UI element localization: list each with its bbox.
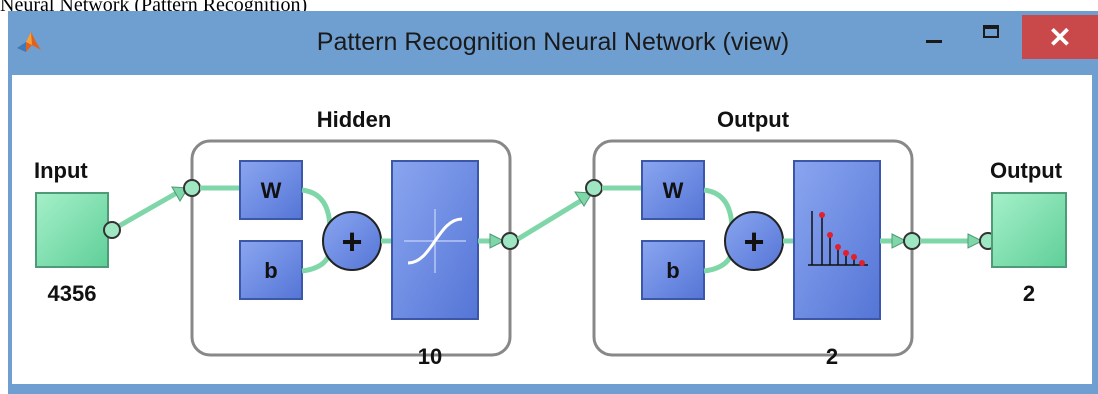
output-neuron-count: 2: [826, 344, 838, 369]
close-button[interactable]: ✕: [1022, 15, 1098, 59]
output-layer-output-port: [903, 232, 921, 250]
output-layer-label: Output: [717, 107, 790, 132]
minimize-button[interactable]: [906, 11, 962, 55]
title-bar[interactable]: Pattern Recognition Neural Network (view…: [8, 11, 1098, 75]
network-view: Input 4356 Hidden W b +: [12, 75, 1092, 384]
minimize-icon: [926, 40, 942, 43]
hidden-bias-label: b: [264, 258, 277, 283]
input-box: [35, 192, 109, 268]
output-layer-input-port: [585, 179, 603, 197]
maximize-button[interactable]: [964, 11, 1020, 55]
output-sum-symbol: +: [743, 221, 764, 262]
hidden-weight-block: [239, 160, 303, 220]
input-size: 4356: [48, 281, 97, 306]
input-port: [103, 221, 121, 239]
input-label: Input: [34, 158, 88, 183]
maximize-icon: [983, 25, 999, 38]
hidden-output-port: [501, 232, 519, 250]
output-transfer-block: [793, 160, 881, 320]
app-window: Pattern Recognition Neural Network (view…: [8, 11, 1098, 394]
network-diagram: Input 4356 Hidden W b +: [34, 107, 1067, 369]
output-bias-block: [641, 240, 705, 300]
hidden-weight-label: W: [261, 178, 282, 203]
output-bias-label: b: [666, 258, 679, 283]
hidden-layer-label: Hidden: [317, 107, 392, 132]
close-icon: ✕: [1048, 22, 1072, 53]
matlab-icon: [17, 32, 41, 52]
hidden-input-port: [183, 179, 201, 197]
hidden-sum-symbol: +: [341, 221, 362, 262]
output-size: 2: [1023, 281, 1035, 306]
hidden-bias-block: [239, 240, 303, 300]
output-weight-label: W: [663, 178, 684, 203]
softmax-icon: [808, 211, 868, 266]
output-label: Output: [990, 158, 1063, 183]
hidden-neuron-count: 10: [418, 344, 442, 369]
window-title: Pattern Recognition Neural Network (view…: [316, 28, 790, 56]
output-box: [991, 192, 1067, 268]
sigmoid-icon: [404, 209, 466, 273]
